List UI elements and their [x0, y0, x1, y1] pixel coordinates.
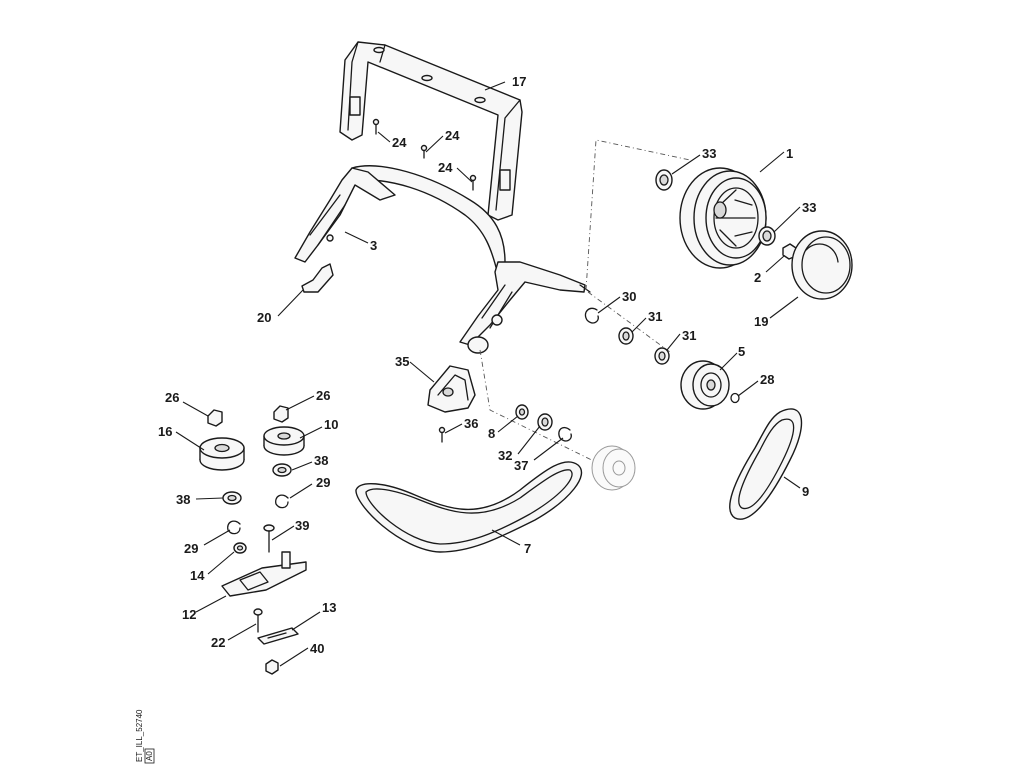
callout-28: 28	[760, 372, 774, 387]
callout-36: 36	[464, 416, 478, 431]
ring-28	[730, 392, 740, 404]
washer-31-b	[654, 347, 670, 365]
callout-24-c: 24	[438, 160, 453, 175]
reference-pulley-ghost	[591, 445, 636, 491]
wheel-1	[679, 167, 767, 269]
bracket-12	[221, 551, 307, 597]
callout-29-a: 29	[184, 541, 198, 556]
callout-39: 39	[295, 518, 309, 533]
callout-32: 32	[498, 448, 512, 463]
callout-5: 5	[738, 344, 745, 359]
damper-10	[263, 426, 305, 456]
drawing-ref-number: ET_ILL_52740	[135, 709, 144, 762]
nut-26-right	[273, 405, 289, 423]
damper-16	[199, 437, 245, 471]
callout-37: 37	[514, 458, 528, 473]
circlip-37	[558, 426, 572, 442]
drawing-revision: A0	[145, 751, 154, 761]
belt-guide-35	[427, 365, 476, 413]
drawing-reference: ET_ILL_52740 A0	[135, 709, 155, 764]
callout-33-a: 33	[702, 146, 716, 161]
callout-19: 19	[754, 314, 768, 329]
circlip-30	[584, 307, 599, 324]
belt-9	[729, 408, 803, 520]
plate-13	[257, 627, 299, 645]
clip-20	[301, 263, 334, 293]
callout-31-b: 31	[682, 328, 696, 343]
callout-16: 16	[158, 424, 172, 439]
callout-3: 3	[370, 238, 377, 253]
belt-7	[355, 461, 583, 553]
hub-cap-19	[791, 230, 853, 300]
callout-1: 1	[786, 146, 793, 161]
callout-7: 7	[524, 541, 531, 556]
callout-13: 13	[322, 600, 336, 615]
bushing-38-left	[222, 491, 242, 505]
callout-31-a: 31	[648, 309, 662, 324]
callout-17: 17	[512, 74, 526, 89]
pulley-5	[680, 360, 730, 410]
callout-24-a: 24	[392, 135, 407, 150]
callout-33-b: 33	[802, 200, 816, 215]
bushing-33-lower	[758, 226, 776, 246]
callout-9: 9	[802, 484, 809, 499]
callout-29-b: 29	[316, 475, 330, 490]
screw-24-group	[372, 118, 477, 191]
assembly-axis-lines	[479, 139, 691, 471]
screw-36	[438, 426, 446, 443]
circlip-29-left	[227, 520, 241, 535]
callout-20: 20	[257, 310, 271, 325]
callout-24-b: 24	[445, 128, 460, 143]
callout-35: 35	[395, 354, 409, 369]
callout-8: 8	[488, 426, 495, 441]
callout-40: 40	[310, 641, 324, 656]
callout-labels: 17 24 24 24 3 20 33 1 33 2 19 30 31 31 5…	[158, 74, 816, 656]
bolt-39	[263, 524, 275, 553]
leader-lines	[175, 81, 801, 667]
nut-40	[265, 659, 279, 675]
callout-14: 14	[190, 568, 205, 583]
bearing-32	[537, 413, 553, 431]
callout-12: 12	[182, 607, 196, 622]
bushing-33-upper	[655, 169, 673, 191]
handle-frame-17	[339, 41, 523, 221]
bushing-38-right	[272, 463, 292, 477]
washer-31-a	[618, 327, 634, 345]
chassis-frame-3	[294, 165, 591, 354]
callout-26-b: 26	[316, 388, 330, 403]
callout-22: 22	[211, 635, 225, 650]
nut-26-left	[207, 409, 223, 427]
callout-2: 2	[754, 270, 761, 285]
callout-38-b: 38	[314, 453, 328, 468]
callout-10: 10	[324, 417, 338, 432]
bushing-14	[233, 542, 247, 554]
callout-26-a: 26	[165, 390, 179, 405]
callout-30: 30	[622, 289, 636, 304]
washer-8	[515, 404, 529, 420]
bolt-22	[253, 608, 263, 633]
circlip-29-right	[275, 494, 289, 509]
callout-38-a: 38	[176, 492, 190, 507]
